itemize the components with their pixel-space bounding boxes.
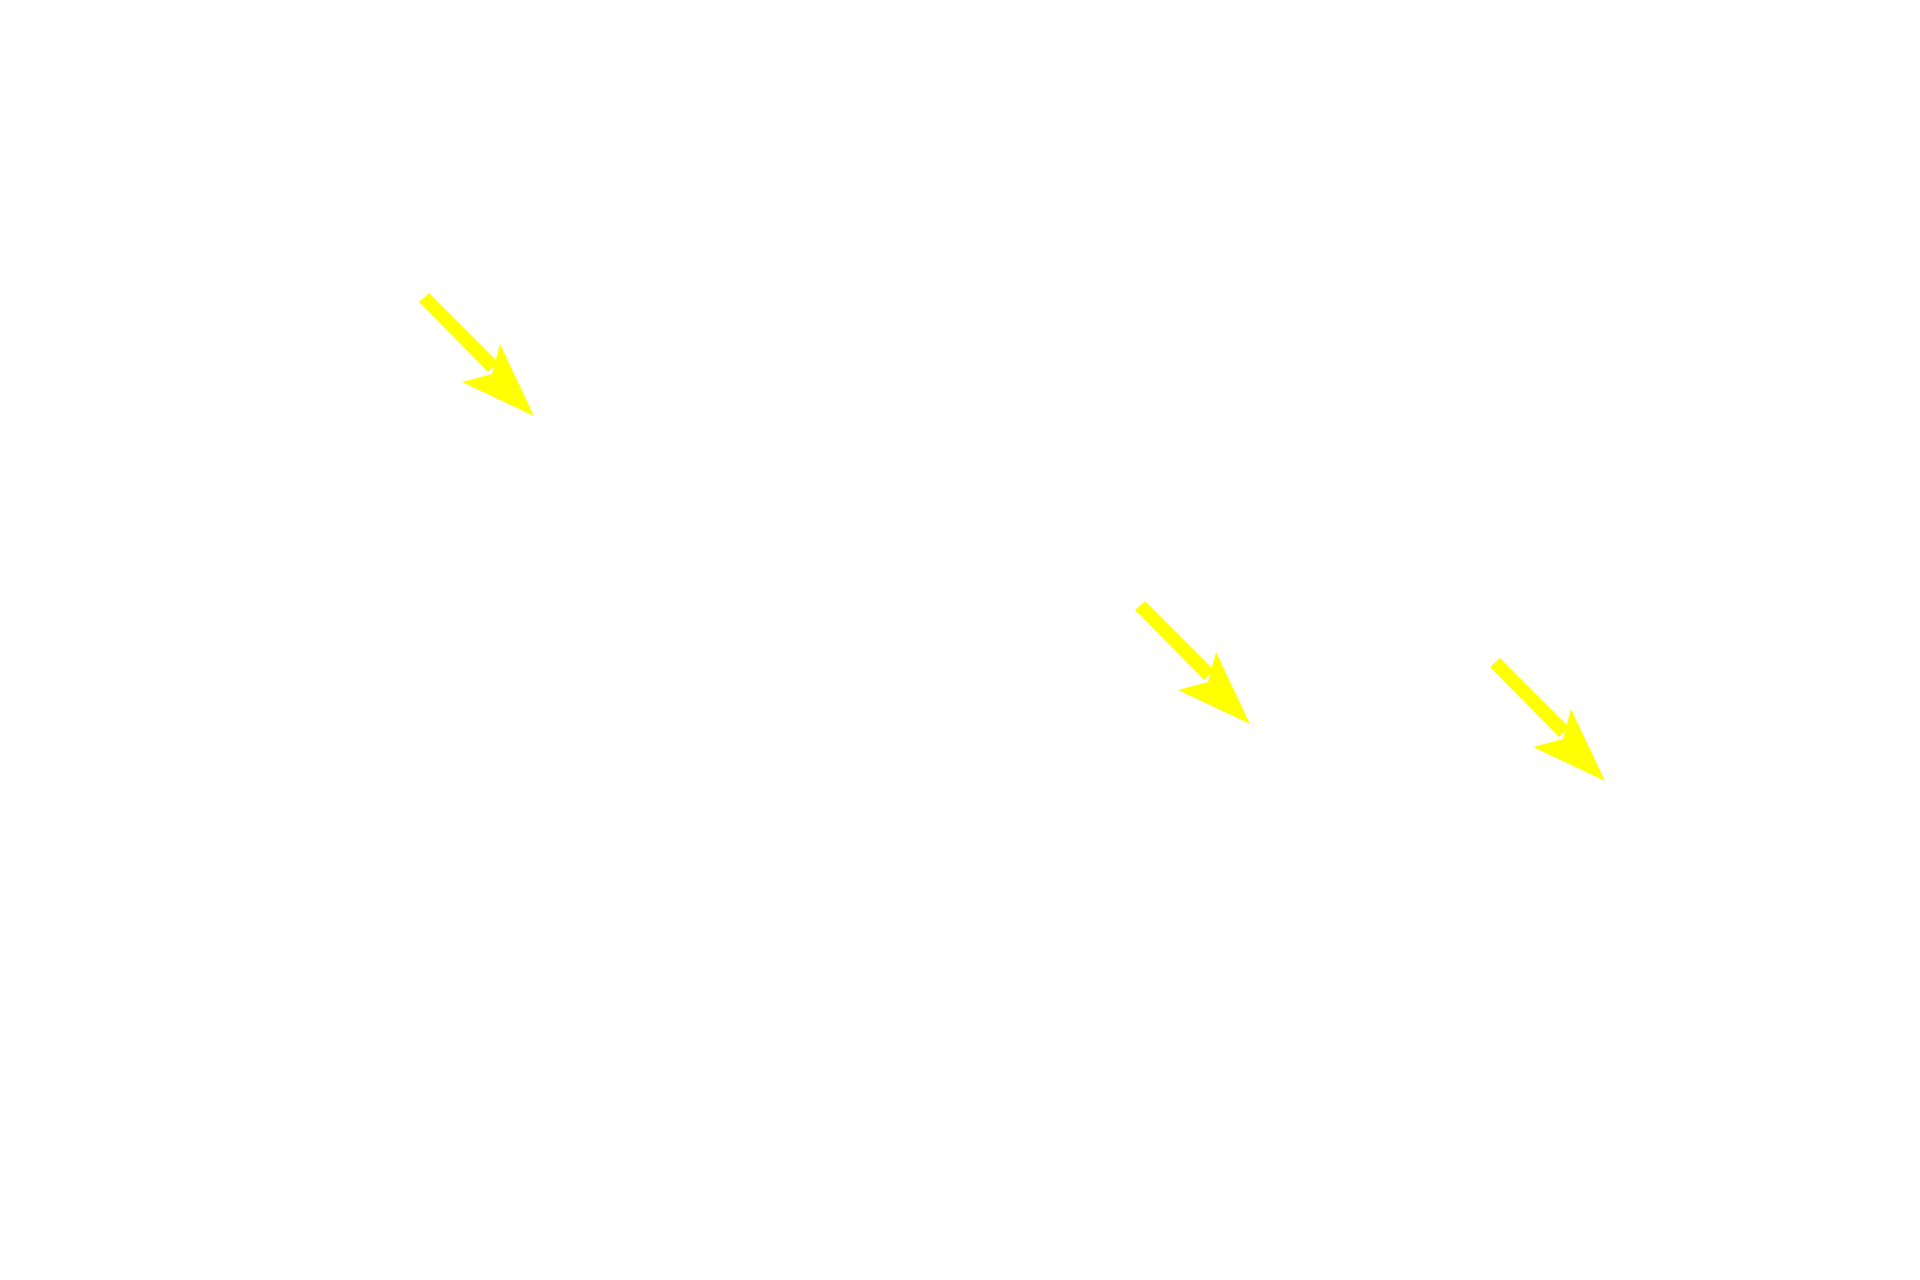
arrow-down-right-icon [1128, 600, 1268, 740]
arrow-2-graphic [1135, 601, 1250, 724]
arrow-down-right-icon [412, 292, 552, 432]
arrow-1-graphic [419, 293, 534, 416]
arrow-down-right-icon [1483, 657, 1623, 797]
arrow-3-graphic [1490, 658, 1605, 781]
